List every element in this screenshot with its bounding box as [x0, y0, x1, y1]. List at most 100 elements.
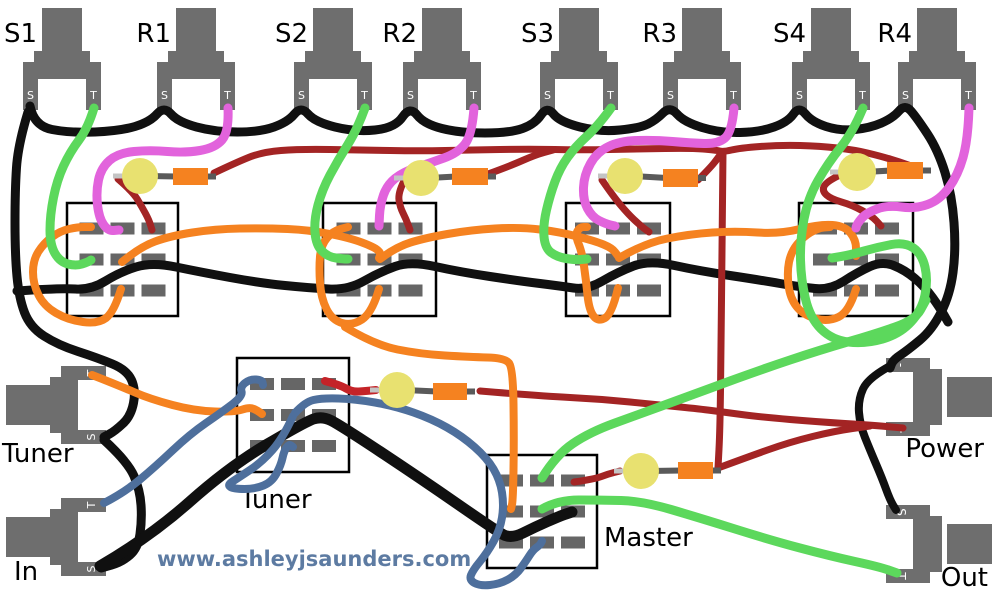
jack-tip-lug: [961, 77, 976, 110]
jack-flange: [929, 516, 942, 572]
jack-sleeve-lug: [294, 77, 309, 110]
jack-terminal-letter: T: [469, 89, 477, 102]
jack-terminal-letter: T: [606, 89, 614, 102]
wire-s2-tip: [310, 103, 370, 264]
jack-terminal-letter: S: [544, 89, 551, 102]
wire-master-resistor-diag: [714, 422, 874, 472]
jack-barrel: [947, 377, 992, 417]
jack-Tuner: [6, 366, 106, 444]
resistor-icon: [173, 168, 208, 185]
jack-barrel: [313, 8, 353, 53]
jack-barrel: [42, 8, 82, 53]
wire-led2-feed: [395, 177, 414, 234]
wire-r4-tip: [851, 103, 974, 233]
jack-sleeve-lug: [792, 77, 807, 110]
jack-barrel: [6, 517, 51, 557]
jack-label: R1: [136, 19, 171, 49]
jack-terminal-letter: S: [667, 89, 674, 102]
resistor-icon: [452, 168, 488, 185]
wire-send-run-1: [118, 224, 385, 266]
jack-flange: [50, 377, 63, 433]
jack-sleeve-lug: [157, 77, 172, 110]
wire-master-to-out-tip: [537, 495, 902, 578]
jack-terminal-letter: T: [729, 89, 737, 102]
wire-in-to-master-signal: [94, 412, 578, 572]
jack-flange: [803, 51, 859, 64]
wire-s1-tip: [45, 103, 99, 270]
wire-s3-tip: [539, 103, 616, 265]
jack-terminal-letter: -: [894, 363, 908, 367]
jack-label: S4: [773, 19, 806, 49]
led-icon: [122, 158, 158, 194]
jack-flange: [909, 51, 965, 64]
switch-lug: [141, 284, 166, 297]
wire-tuner-to-in-ground: [96, 435, 146, 573]
jack-body: [898, 62, 976, 79]
jack-label: R2: [382, 19, 417, 49]
jack-label: Power: [905, 434, 984, 464]
jack-terminal-letter: T: [964, 89, 972, 102]
switch-outline: [485, 453, 599, 570]
jack-S2: [294, 8, 372, 110]
jack-S3: [540, 8, 618, 110]
wire-led3-feed: [598, 176, 653, 236]
jack-body: [403, 62, 481, 79]
jack-tip-lug: [86, 77, 101, 110]
jack-R1: [157, 8, 235, 110]
jack-flange: [414, 51, 470, 64]
wire-send-run-3: [615, 220, 860, 262]
jack-label: R4: [877, 19, 912, 49]
switch-lug: [561, 536, 585, 549]
jack-tip-lug: [466, 77, 481, 110]
jack-label: S2: [275, 19, 308, 49]
jack-barrel: [682, 8, 722, 53]
jack-tip-lug: [357, 77, 372, 110]
jack-flange: [929, 369, 942, 425]
jack-body: [61, 498, 78, 576]
resistor-icon: [663, 169, 698, 187]
wire-loop2-led-jumper: [315, 223, 383, 328]
jack-barrel: [176, 8, 216, 53]
led-icon: [607, 158, 643, 194]
jack-label: S3: [521, 19, 554, 49]
jack-barrel: [6, 385, 51, 425]
wire-rail-vertical: [714, 148, 727, 472]
jack-R2: [403, 8, 481, 110]
switch-outline: [235, 356, 351, 474]
jack-terminal-letter: S: [298, 89, 305, 102]
wire-tuner-switch-loop: [225, 412, 297, 493]
jack-barrel: [422, 8, 462, 53]
jack-label: S1: [4, 19, 37, 49]
resistor-icon: [887, 162, 923, 179]
wire-loop4-led-jumper: [783, 223, 860, 324]
jack-label: R3: [642, 19, 677, 49]
jack-flange: [50, 509, 63, 565]
jack-tip-lug: [220, 77, 235, 110]
jack-terminal-letter: S: [894, 508, 908, 516]
wire-resistor3-riser: [694, 148, 726, 184]
jack-terminal-letter: T: [360, 89, 368, 102]
jack-body: [913, 505, 930, 583]
jack-bottom-lug: [76, 430, 106, 444]
jack-Out: [886, 505, 992, 583]
jack-flange: [34, 51, 90, 64]
jack-label: Out: [941, 563, 988, 593]
wire-send-run-2: [376, 223, 622, 263]
wire-in-tip-to-tuner-switch: [100, 375, 267, 507]
jack-terminal-letter: T: [858, 89, 866, 102]
resistor-icon: [678, 462, 713, 479]
wire-ground-left-drop: [10, 107, 139, 442]
jack-R3: [663, 8, 741, 110]
jack-body: [157, 62, 235, 79]
jack-body: [540, 62, 618, 79]
wire-r3-tip: [578, 103, 739, 231]
wire-loop3-led-jumper: [572, 223, 622, 324]
jack-terminal-letter: S: [161, 89, 168, 102]
jack-terminal-letter: T: [85, 501, 98, 509]
wire-power-minus-to-out-sleeve: [854, 362, 900, 514]
jack-flange: [305, 51, 361, 64]
jack-sleeve-lug: [898, 77, 913, 110]
led-assembly: [598, 158, 706, 194]
jack-body: [913, 358, 930, 436]
